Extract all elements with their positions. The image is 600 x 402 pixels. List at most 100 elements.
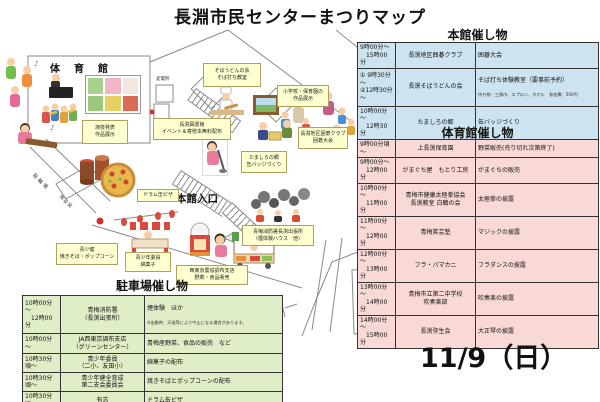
table-row: ① 9時30分～ ②12時30分～ 長渕そばうどんの会 そば打ち体験教室（要事前…	[357, 67, 599, 107]
desc-cell: そば打ち体験教室（要事前予約） 持ち物：三角巾、エプロン、タオル 参加費：500…	[475, 67, 599, 107]
table-row: 10時00分～ JA西東京調布支店 （グリーンセンター） 青梅産野菜、食品の販売…	[22, 333, 283, 355]
desc-text: そば打ち体験教室（要事前予約）	[478, 77, 569, 84]
megaphone-girl-illustration	[214, 232, 234, 257]
fire-point-dot-1	[96, 217, 104, 225]
path-line-a	[311, 239, 327, 331]
table-row: 12時00分～ 13時00分 フラ・パマカニ フラダンスの披露	[357, 248, 599, 283]
desc-cell: 大正琴の披露	[475, 314, 599, 349]
gym-label: 体 育 館	[50, 64, 110, 75]
table-row: 9時00分～ 12時00分 がまぐち屋 もとり工房 がまぐちの販売	[357, 157, 599, 184]
map-box-go-club: 長渕地区囲碁クラブ 囲碁大会	[298, 127, 348, 149]
time-cell: 10時30分頃～	[22, 391, 61, 402]
time-cell: 9時00分～ 12時00分	[357, 157, 396, 184]
desc-cell: マジックの披露	[475, 215, 599, 250]
parking-events-table: 10時00分～ 12時00分 青梅消防署 （長渕出張所） 煙体験 ほか ※出動時…	[22, 294, 283, 402]
desc-note: ※出動時、天候等により中止になる場合があります。	[147, 319, 247, 325]
smoke-and-firefighters-illustration	[251, 188, 310, 222]
org-cell: JA西東京調布支店 （グリーンセンター）	[60, 333, 145, 355]
room-square-2	[153, 103, 170, 120]
table-row: 9時00分～ 15時00分 長渕地区囲碁クラブ 囲碁大会	[357, 42, 599, 69]
map-box-school-art: 小学校・保育園の 作品展示	[277, 85, 329, 107]
time-cell: 9時00分～ 15時00分	[357, 42, 396, 69]
artwork-tile	[88, 95, 104, 111]
artwork-tile	[122, 95, 138, 111]
time-cell: 12時00分～ 13時00分	[357, 248, 396, 283]
table-row: 10時30分頃～ 有志 ドラム缶ピザ	[22, 391, 283, 402]
time-cell: 11時00分～ 12時00分	[357, 215, 396, 250]
svg-text:♪: ♪	[50, 124, 54, 132]
gym-events-table: 9時00分頃～ 上長渕保育園 野菜販売(売り切れ次第終了) 9時00分～ 12時…	[357, 139, 599, 349]
table-row: 10時00分～ 12時30分 たましろの郷 缶バッジづくり	[357, 105, 599, 140]
table-row: 13時00分～ 14時00分 青梅市立第二中学校 吹奏楽部 吹奏楽の披露	[357, 281, 599, 316]
org-cell: 有志	[60, 391, 145, 402]
desc-text: 煙体験 ほか	[147, 304, 184, 312]
time-cell: 14時00分～ 15時00分	[357, 314, 396, 349]
main-entrance-label: 本館入口	[176, 193, 218, 205]
map-box-seishoken: 青少健 焼きそば・ポップコーン	[56, 243, 118, 265]
artwork-tile	[122, 78, 138, 94]
desc-cell: 太極拳の披露	[475, 182, 599, 217]
map-box-ja-stall: 西東京農協調布支店 野菜・食品販売	[176, 265, 248, 285]
time-cell: 10時00分～ 12時30分	[357, 105, 396, 140]
org-cell: 青梅市健康太極拳協会 長渕教室 白鶴の会	[395, 182, 476, 217]
table-row: 11時00分～ 12時00分 青梅笑芸塾 マジックの披露	[357, 215, 599, 250]
time-cell: 10時30分頃～	[22, 353, 61, 374]
go-players-illustration	[258, 120, 292, 141]
desc-cell: がまぐちの販売	[475, 157, 599, 184]
artwork-tile	[88, 78, 104, 94]
org-cell: がまぐち屋 もとり工房	[395, 157, 476, 184]
soba-chef-illustration	[210, 86, 244, 115]
event-date: 11/9（日）	[420, 343, 568, 374]
desc-cell: 綿菓子の配布	[144, 353, 283, 374]
org-cell: 長渕地区囲碁クラブ	[395, 42, 476, 69]
desc-cell: ドラム缶ピザ	[144, 391, 283, 402]
desc-cell: フラダンスの披露	[475, 248, 599, 283]
desc-cell: 吹奏楽の披露	[475, 281, 599, 316]
pizza-and-drums-illustration	[80, 155, 136, 198]
pianist-illustration	[49, 74, 73, 98]
org-cell: 青梅市立第二中学校 吹奏楽部	[395, 281, 476, 316]
desc-cell: 野菜販売(売り切れ次第終了)	[475, 139, 599, 158]
desc-note: 持ち物：三角巾、エプロン、タオル 参加費：500円	[478, 92, 578, 97]
gym-events-title: 体育館催し物	[441, 126, 514, 140]
org-cell: 青少年健全育成 第二支会委員会	[60, 372, 145, 393]
time-cell: 10時00分～	[22, 333, 61, 355]
map-box-tamashiro: たましろの郷 缶バッジづくり	[241, 151, 287, 173]
table-row: 10時00分～ 11時00分 青梅市健康太極拳協会 長渕教室 白鶴の会 太極拳の…	[357, 182, 599, 217]
time-cell: 10時30分頃～	[22, 372, 61, 393]
table-row: 9時00分頃～ 上長渕保育園 野菜販売(売り切れ次第終了)	[357, 139, 599, 158]
fire-point-dot-2	[149, 109, 155, 115]
org-cell: たましろの郷	[395, 105, 476, 140]
desc-cell: 青梅産野菜、食品の販売 など	[144, 333, 283, 355]
svg-text:♪: ♪	[34, 60, 38, 68]
festival-stall-illustration	[113, 210, 179, 256]
artwork-tile	[105, 78, 121, 94]
desc-cell: 囲碁大会	[475, 42, 599, 69]
org-cell: 長渕そばうどんの会	[395, 67, 476, 107]
parking-events-title: 駐車場催し物	[115, 279, 188, 293]
org-cell: 青梅笑芸塾	[395, 215, 476, 250]
time-cell: 9時00分頃～	[357, 139, 396, 158]
artwork-tile	[105, 95, 121, 111]
path-mark	[280, 299, 298, 318]
main-hall-events-title: 本館催し物	[447, 28, 508, 42]
time-cell: 13時00分～ 14時00分	[357, 281, 396, 316]
table-row: 14時00分～ 15時00分 長渕弥生会 大正琴の披露	[357, 314, 599, 349]
org-cell: 青少年委員 （二小、友田小）	[60, 353, 145, 374]
desc-cell: 焼きそばとポップコーンの配布	[144, 372, 283, 393]
org-cell: フラ・パマカニ	[395, 248, 476, 283]
painting-illustration	[253, 95, 279, 115]
map-box-library: 長渕図書館 イベント＆寄贈本無料配布	[153, 118, 231, 140]
popcorn-machine-illustration	[190, 222, 210, 256]
brass-band-illustration	[42, 103, 77, 123]
org-cell: 長渕弥生会	[395, 314, 476, 349]
time-cell: 10時00分～ 11時00分	[357, 182, 396, 217]
page-title: 長淵市民センターまつりマップ	[174, 8, 426, 28]
slope-line-2	[45, 138, 111, 202]
map-box-cotton-candy: 青少年委員 綿菓子	[125, 252, 171, 272]
table-row: 10時00分～ 12時00分 青梅消防署 （長渕出張所） 煙体験 ほか ※出動時…	[22, 294, 283, 335]
artworks-display-grid	[85, 75, 141, 114]
desc-cell: 煙体験 ほか ※出動時、天候等により中止になる場合があります。	[144, 294, 283, 335]
koto-player-illustration: ♪	[18, 123, 58, 149]
dancers-illustration: ♪	[6, 58, 38, 107]
